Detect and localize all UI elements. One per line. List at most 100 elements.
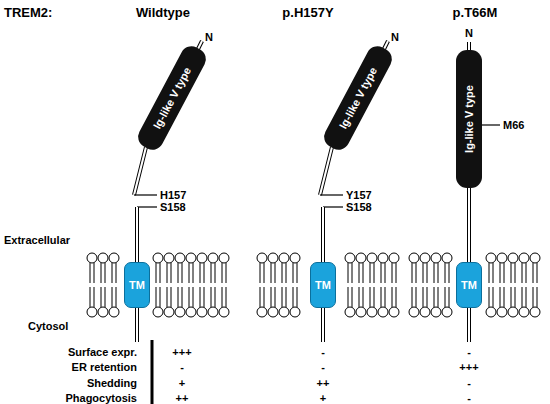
lipid-tail xyxy=(297,263,298,283)
lipid-head xyxy=(378,307,388,317)
lipid-head xyxy=(109,253,119,263)
row-label: Shedding xyxy=(87,377,137,389)
transmembrane-domain: TM xyxy=(310,262,336,308)
lipid-tail xyxy=(348,287,349,307)
lipid-head xyxy=(486,307,496,317)
lipid-head xyxy=(208,253,218,263)
stem xyxy=(322,207,324,262)
lipid-head xyxy=(389,307,399,317)
ig-domain: Ig-like V type xyxy=(456,50,482,188)
lipid-head xyxy=(431,253,441,263)
lipid-tail xyxy=(275,263,276,283)
lipid-tail xyxy=(392,287,393,307)
domain-label: Ig-like V type xyxy=(337,65,379,131)
lipid-tail xyxy=(282,287,283,307)
lipid-tail xyxy=(396,263,397,283)
lipid-head xyxy=(219,307,229,317)
lipid-head xyxy=(431,307,441,317)
lipid-tail xyxy=(427,287,428,307)
lipid-tail xyxy=(363,287,364,307)
lipid-head xyxy=(164,253,174,263)
lipid-tail xyxy=(293,263,294,283)
lipid-head xyxy=(530,253,540,263)
lipid-head xyxy=(208,307,218,317)
lipid-tail xyxy=(374,287,375,307)
lipid-head xyxy=(378,253,388,263)
lipid-tail xyxy=(359,263,360,283)
lipid-tail xyxy=(489,287,490,307)
cytosolic-tail xyxy=(468,308,470,342)
lipid-tail xyxy=(193,263,194,283)
lipid-tail xyxy=(282,263,283,283)
lipid-head xyxy=(519,307,529,317)
lipid-head xyxy=(257,253,267,263)
lipid-tail xyxy=(500,263,501,283)
stem xyxy=(136,207,138,262)
lipid-tail xyxy=(105,287,106,307)
lipid-tail xyxy=(222,263,223,283)
lipid-tail xyxy=(264,263,265,283)
lipid-tail xyxy=(493,263,494,283)
lipid-tail xyxy=(352,287,353,307)
lipid-head xyxy=(268,307,278,317)
lipid-head xyxy=(186,307,196,317)
lipid-tail xyxy=(222,287,223,307)
lipid-tail xyxy=(504,263,505,283)
lipid-tail xyxy=(522,287,523,307)
lipid-tail xyxy=(533,263,534,283)
stem xyxy=(135,207,139,262)
lipid-tail xyxy=(105,263,106,283)
residue-label: Y157 xyxy=(346,189,372,201)
lipid-head xyxy=(519,253,529,263)
lipid-tail xyxy=(526,287,527,307)
compartment-label: Cytosol xyxy=(28,320,68,332)
lipid-tail xyxy=(271,263,272,283)
residue-label: S158 xyxy=(346,201,372,213)
terminus-label: N xyxy=(465,27,473,39)
cytosolic-tail xyxy=(322,308,324,342)
lipid-tail xyxy=(493,287,494,307)
lipid-tail xyxy=(178,263,179,283)
connector-outline xyxy=(467,188,471,262)
lipid-tail xyxy=(94,263,95,283)
lipid-tail xyxy=(359,287,360,307)
lipid-tail xyxy=(211,287,212,307)
lipid-tail xyxy=(112,287,113,307)
lipid-head xyxy=(442,253,452,263)
table-cell: + xyxy=(320,392,326,404)
lipid-tail xyxy=(374,263,375,283)
lipid-head xyxy=(530,307,540,317)
lipid-head xyxy=(175,307,185,317)
lipid-tail xyxy=(396,287,397,307)
lipid-tail xyxy=(363,263,364,283)
residue-label: S158 xyxy=(160,201,186,213)
lipid-tail xyxy=(385,287,386,307)
lipid-tail xyxy=(286,263,287,283)
lipid-tail xyxy=(416,263,417,283)
column-heading: p.H157Y xyxy=(282,6,333,20)
lipid-tail xyxy=(94,287,95,307)
residue-label: H157 xyxy=(160,189,186,201)
stalk xyxy=(134,147,146,195)
table-divider xyxy=(151,340,154,404)
cytosolic-tail xyxy=(135,308,139,342)
lipid-tail xyxy=(370,287,371,307)
lipid-head xyxy=(356,253,366,263)
lipid-head xyxy=(153,253,163,263)
lipid-tail xyxy=(260,287,261,307)
cytosolic-tail xyxy=(467,308,471,342)
stem xyxy=(321,207,325,262)
lipid-tail xyxy=(171,263,172,283)
connector-fill xyxy=(468,188,470,262)
table-cell: - xyxy=(467,346,471,358)
lipid-tail xyxy=(449,263,450,283)
lipid-tail xyxy=(293,287,294,307)
lipid-tail xyxy=(167,287,168,307)
lipid-head xyxy=(175,253,185,263)
lipid-tail xyxy=(90,287,91,307)
lipid-head xyxy=(290,307,300,317)
transmembrane-domain: TM xyxy=(456,262,482,308)
terminus-label: N xyxy=(391,31,399,43)
table-cell: +++ xyxy=(172,346,191,358)
lipid-tail xyxy=(381,263,382,283)
